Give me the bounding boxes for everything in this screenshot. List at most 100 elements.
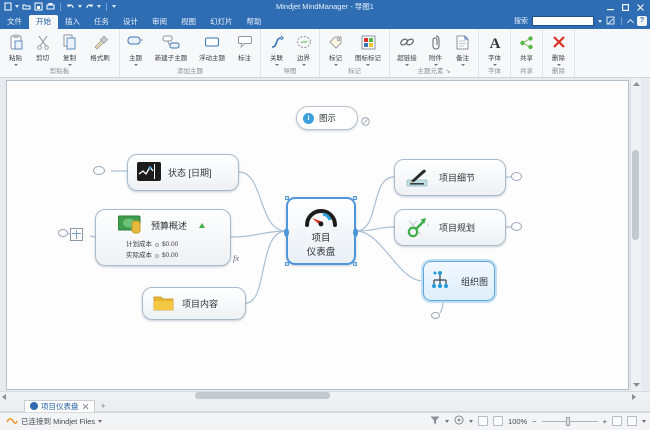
tab-insert[interactable]: 插入 — [65, 17, 80, 26]
tab-home[interactable]: 开始 — [29, 15, 58, 29]
close-button[interactable] — [637, 0, 644, 16]
group-label: 剪贴板 — [49, 68, 70, 75]
maximize-button[interactable] — [622, 0, 629, 16]
tab-slides[interactable]: 幻灯片 — [210, 17, 233, 26]
rollup-arrow-icon[interactable] — [199, 223, 206, 228]
copy-button[interactable]: 复制 — [56, 31, 83, 66]
map-view-button[interactable] — [612, 416, 622, 426]
topic-legend[interactable]: i 图示 — [296, 106, 358, 130]
horizontal-scrollbar-thumb[interactable] — [195, 392, 330, 399]
topic-planning[interactable]: 项目规划 — [394, 209, 506, 246]
search-input[interactable] — [532, 16, 594, 26]
topic-button[interactable]: 主题 — [122, 31, 149, 66]
chevron-down-icon — [133, 63, 138, 66]
filter-icon[interactable] — [430, 412, 440, 430]
callout-button[interactable]: 标注 — [231, 31, 258, 62]
cut-button[interactable]: 剪切 — [29, 31, 56, 62]
topic-central-project-dashboard[interactable]: 项目 仪表盘 — [284, 196, 358, 266]
font-button[interactable]: A 字体 — [481, 31, 508, 66]
chevron-down-icon[interactable] — [97, 5, 101, 8]
open-icon[interactable] — [22, 2, 31, 11]
topic-orgchart[interactable]: 组织图 — [423, 261, 495, 301]
chevron-down-icon[interactable] — [445, 419, 450, 423]
tab-file[interactable]: 文件 — [7, 17, 22, 26]
connection-handle[interactable] — [353, 228, 358, 237]
document-tab[interactable]: 项目仪表盘 — [24, 399, 95, 412]
tab-view[interactable]: 视图 — [181, 17, 196, 26]
selection-handle[interactable] — [285, 196, 289, 200]
chevron-down-icon — [13, 63, 18, 66]
marker-button[interactable]: 标记 — [322, 31, 349, 66]
spreadsheet-badge-icon[interactable] — [70, 228, 83, 241]
undo-icon[interactable] — [66, 3, 75, 11]
hyperlink-icon — [399, 33, 415, 51]
icon-markers-button[interactable]: 图标标记 — [349, 31, 387, 66]
delete-button[interactable]: 删除 — [545, 31, 572, 66]
button-label: 共享 — [520, 55, 533, 62]
attachment-button[interactable]: 附件 — [422, 31, 449, 66]
save-icon[interactable] — [34, 2, 43, 11]
hyperlink-button[interactable]: 超链接 — [392, 31, 422, 66]
zoom-slider[interactable] — [541, 416, 598, 426]
print-icon[interactable] — [46, 2, 55, 11]
chevron-down-icon[interactable] — [598, 19, 602, 23]
tab-review[interactable]: 审阅 — [152, 17, 167, 26]
new-subtopic-button[interactable]: 新建子主题 — [149, 31, 193, 62]
dialog-launcher-icon[interactable]: ↘ — [445, 69, 451, 75]
topic-content[interactable]: 项目内容 — [142, 287, 246, 320]
chevron-down-icon — [556, 63, 561, 66]
chevron-down-icon[interactable] — [78, 5, 82, 8]
selection-handle[interactable] — [353, 262, 357, 266]
customize-toolbar-icon[interactable] — [112, 5, 116, 8]
tab-help[interactable]: 帮助 — [246, 17, 262, 26]
paste-button[interactable]: 粘贴 — [2, 31, 29, 66]
collapse-ribbon-icon[interactable] — [626, 18, 635, 26]
collapse-indicator[interactable] — [58, 229, 68, 237]
collapse-indicator[interactable] — [511, 172, 522, 181]
topic-status[interactable]: 状态 [日期] — [127, 154, 239, 191]
connection-status[interactable]: 已连接到 Mindjet Files — [0, 416, 103, 427]
scroll-right-icon[interactable] — [631, 387, 636, 405]
vertical-scrollbar-thumb[interactable] — [632, 150, 639, 240]
new-tab-icon[interactable]: + — [100, 400, 106, 411]
format-painter-button[interactable]: 格式刷 — [83, 31, 117, 62]
ribbon-search-area: 搜索 ? — [514, 14, 647, 28]
collapse-indicator[interactable] — [511, 222, 522, 231]
notes-button[interactable]: 备注 — [449, 31, 476, 66]
minimize-button[interactable] — [607, 0, 614, 16]
fit-map-button[interactable] — [478, 416, 489, 426]
redo-icon[interactable] — [85, 3, 94, 11]
share-button[interactable]: 共享 — [513, 31, 540, 62]
relationship-button[interactable]: 关联 — [263, 31, 290, 66]
focus-topic-icon[interactable] — [454, 412, 464, 430]
help-icon[interactable]: ? — [637, 16, 647, 26]
zoom-slider-handle[interactable] — [565, 416, 570, 426]
floating-topic-button[interactable]: 浮动主题 — [193, 31, 231, 62]
topic-budget[interactable]: 预算概述 计划成本 $0.00 实际成本 $0.00 — [95, 209, 231, 266]
connection-handle[interactable] — [284, 228, 289, 237]
document-tab-label: 项目仪表盘 — [41, 401, 79, 411]
divider — [60, 2, 61, 11]
zoom-out-button[interactable]: − — [532, 416, 537, 426]
selection-handle[interactable] — [353, 196, 357, 200]
chevron-down-icon[interactable] — [15, 5, 19, 8]
chevron-down-icon[interactable] — [642, 419, 646, 423]
subtopic-drop-indicator[interactable] — [431, 312, 440, 319]
presentation-button[interactable] — [493, 416, 504, 426]
collapse-indicator[interactable] — [93, 166, 105, 175]
scroll-left-icon[interactable] — [2, 387, 7, 405]
topic-label: 图示 — [319, 113, 337, 123]
save-style-icon[interactable] — [606, 12, 615, 30]
chevron-down-icon[interactable] — [469, 419, 474, 423]
new-document-icon[interactable] — [4, 2, 12, 11]
tab-design[interactable]: 设计 — [123, 17, 138, 26]
zoom-in-button[interactable]: + — [602, 416, 607, 426]
org-chart-icon — [432, 270, 454, 292]
tab-task[interactable]: 任务 — [94, 17, 109, 26]
selection-handle[interactable] — [285, 262, 289, 266]
outline-view-button[interactable] — [627, 416, 637, 426]
boundary-button[interactable]: 边界 — [290, 31, 317, 66]
legend-attachment-icon[interactable] — [361, 113, 370, 131]
topic-details[interactable]: 项目细节 — [394, 159, 506, 196]
close-tab-icon[interactable] — [82, 403, 89, 410]
